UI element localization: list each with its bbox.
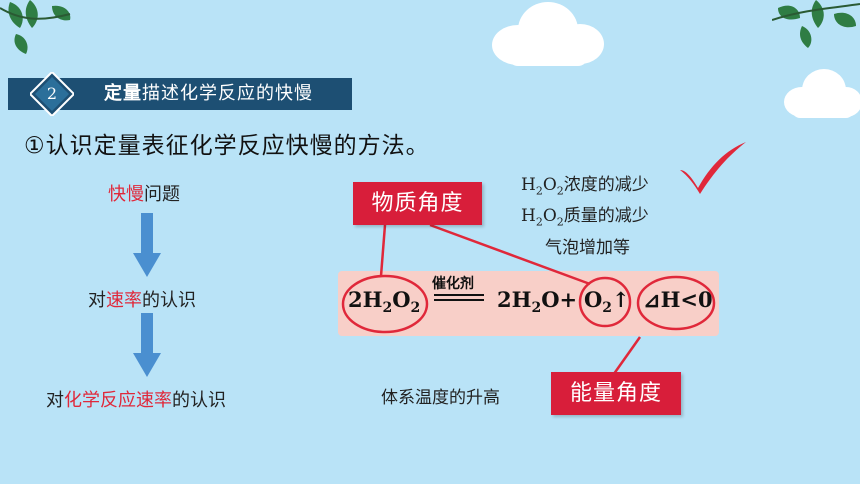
reactant-coef: 2H xyxy=(348,287,383,312)
flow-step-2-highlight: 速率 xyxy=(106,290,142,311)
flow-step-2-prefix: 对 xyxy=(88,290,106,311)
material-angle-label: 物质角度 xyxy=(353,182,482,225)
obs2-text: 质量的减少 xyxy=(563,206,649,226)
section-title-bold: 定量 xyxy=(104,83,142,104)
obs2-h: H xyxy=(521,206,536,226)
product2-sub: 2 xyxy=(602,300,613,317)
observation-bubbles: 气泡增加等 xyxy=(545,238,630,258)
cloud-icon xyxy=(492,2,604,66)
observation-temperature: 体系温度的升高 xyxy=(381,388,500,408)
flow-step-3-prefix: 对 xyxy=(46,390,64,411)
obs1-sub1: 2 xyxy=(535,184,543,198)
product1-sub: 2 xyxy=(531,300,542,317)
gas-arrow-icon: ↑ xyxy=(612,287,630,312)
obs1-h: H xyxy=(521,175,536,195)
flow-step-2: 对速率的认识 xyxy=(88,286,196,312)
reactant-sub2: 2 xyxy=(410,300,421,317)
flow-step-1-highlight: 快慢 xyxy=(108,184,144,205)
product1-coef: 2H xyxy=(497,287,532,312)
diamond-badge-icon xyxy=(30,72,74,116)
flow-step-2-suffix: 的认识 xyxy=(142,290,196,311)
cloud-icon xyxy=(784,69,860,118)
section-title-rest: 描述化学反应的快慢 xyxy=(142,83,313,104)
obs1-text: 浓度的减少 xyxy=(563,175,649,195)
product2-o: O xyxy=(584,287,603,312)
section-number: 2 xyxy=(46,84,58,103)
obs2-sub1: 2 xyxy=(535,215,543,229)
leaf-icon xyxy=(772,0,860,48)
product1-o: O+ xyxy=(541,287,578,312)
obs1-sub2: 2 xyxy=(556,184,564,198)
equation-enthalpy: ⊿H<0 xyxy=(643,287,713,312)
energy-angle-label: 能量角度 xyxy=(551,372,681,415)
flow-step-3-suffix: 的认识 xyxy=(172,390,226,411)
flow-step-1-rest: 问题 xyxy=(144,184,180,205)
checkmark-icon xyxy=(680,142,746,194)
reactant-o: O xyxy=(392,287,411,312)
equation-product-water: 2H2O+ xyxy=(497,287,577,316)
down-arrow-icon xyxy=(133,213,161,277)
obs2-o: O xyxy=(542,206,557,226)
leaf-icon xyxy=(0,0,71,54)
down-arrow-icon xyxy=(133,313,161,377)
catalyst-label: 催化剂 xyxy=(432,276,474,292)
observation-concentration: H2O2浓度的减少 xyxy=(521,170,649,197)
flow-step-3-highlight: 化学反应速率 xyxy=(64,390,172,411)
equation-product-oxygen: O2↑ xyxy=(584,287,630,316)
reactant-sub1: 2 xyxy=(382,300,393,317)
flow-step-1: 快慢问题 xyxy=(108,180,180,206)
section-title: 定量描述化学反应的快慢 xyxy=(104,78,313,110)
equation-reactant: 2H2O2 xyxy=(348,287,420,316)
flow-step-3: 对化学反应速率的认识 xyxy=(46,386,226,412)
page-subtitle: ①认识定量表征化学反应快慢的方法。 xyxy=(24,133,430,159)
observation-mass: H2O2质量的减少 xyxy=(521,201,649,228)
section-banner: 2 定量描述化学反应的快慢 xyxy=(8,72,352,116)
obs2-sub2: 2 xyxy=(556,215,564,229)
obs1-o: O xyxy=(542,175,557,195)
